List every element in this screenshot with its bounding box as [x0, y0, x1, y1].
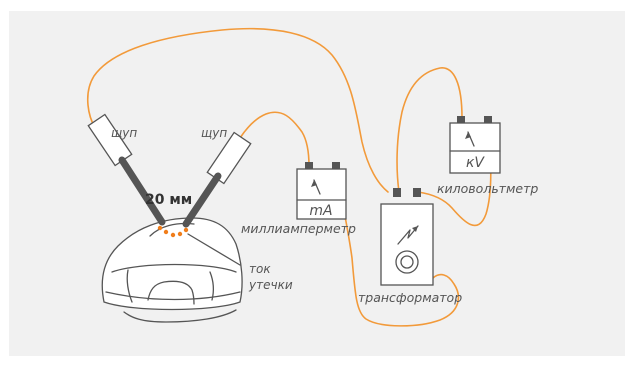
kilovoltmeter-label: киловольтметр: [437, 181, 538, 196]
helmet: [101, 217, 243, 323]
milliammeter: mA: [296, 162, 347, 220]
probe-right-label: щуп: [201, 126, 227, 140]
lightning-icon: [397, 225, 419, 245]
leakage-label-line1: ток: [249, 262, 271, 276]
probe-left: [87, 113, 166, 226]
probe-left-label: щуп: [111, 126, 137, 140]
transformer: [380, 188, 434, 286]
milliammeter-label: миллиамперметр: [241, 221, 356, 236]
leakage-leader-line: [187, 233, 241, 266]
transformer-label: трансформатор: [358, 290, 462, 305]
leakage-label-line2: утечки: [248, 278, 293, 292]
distance-label: 20 мм: [145, 192, 192, 208]
wire-transformer-to-kilovoltmeter-a: [396, 67, 463, 193]
wire-right-probe-to-milliammeter: [239, 111, 310, 167]
probe-right: [182, 131, 252, 228]
wire-milliammeter-to-transformer: [336, 165, 460, 327]
leakage-current-dots: [157, 225, 189, 238]
wire-left-probe-to-transformer: [86, 27, 389, 193]
milliammeter-unit: mA: [309, 203, 332, 219]
kilovoltmeter: кV: [449, 116, 501, 174]
kilovoltmeter-unit: кV: [466, 155, 485, 171]
